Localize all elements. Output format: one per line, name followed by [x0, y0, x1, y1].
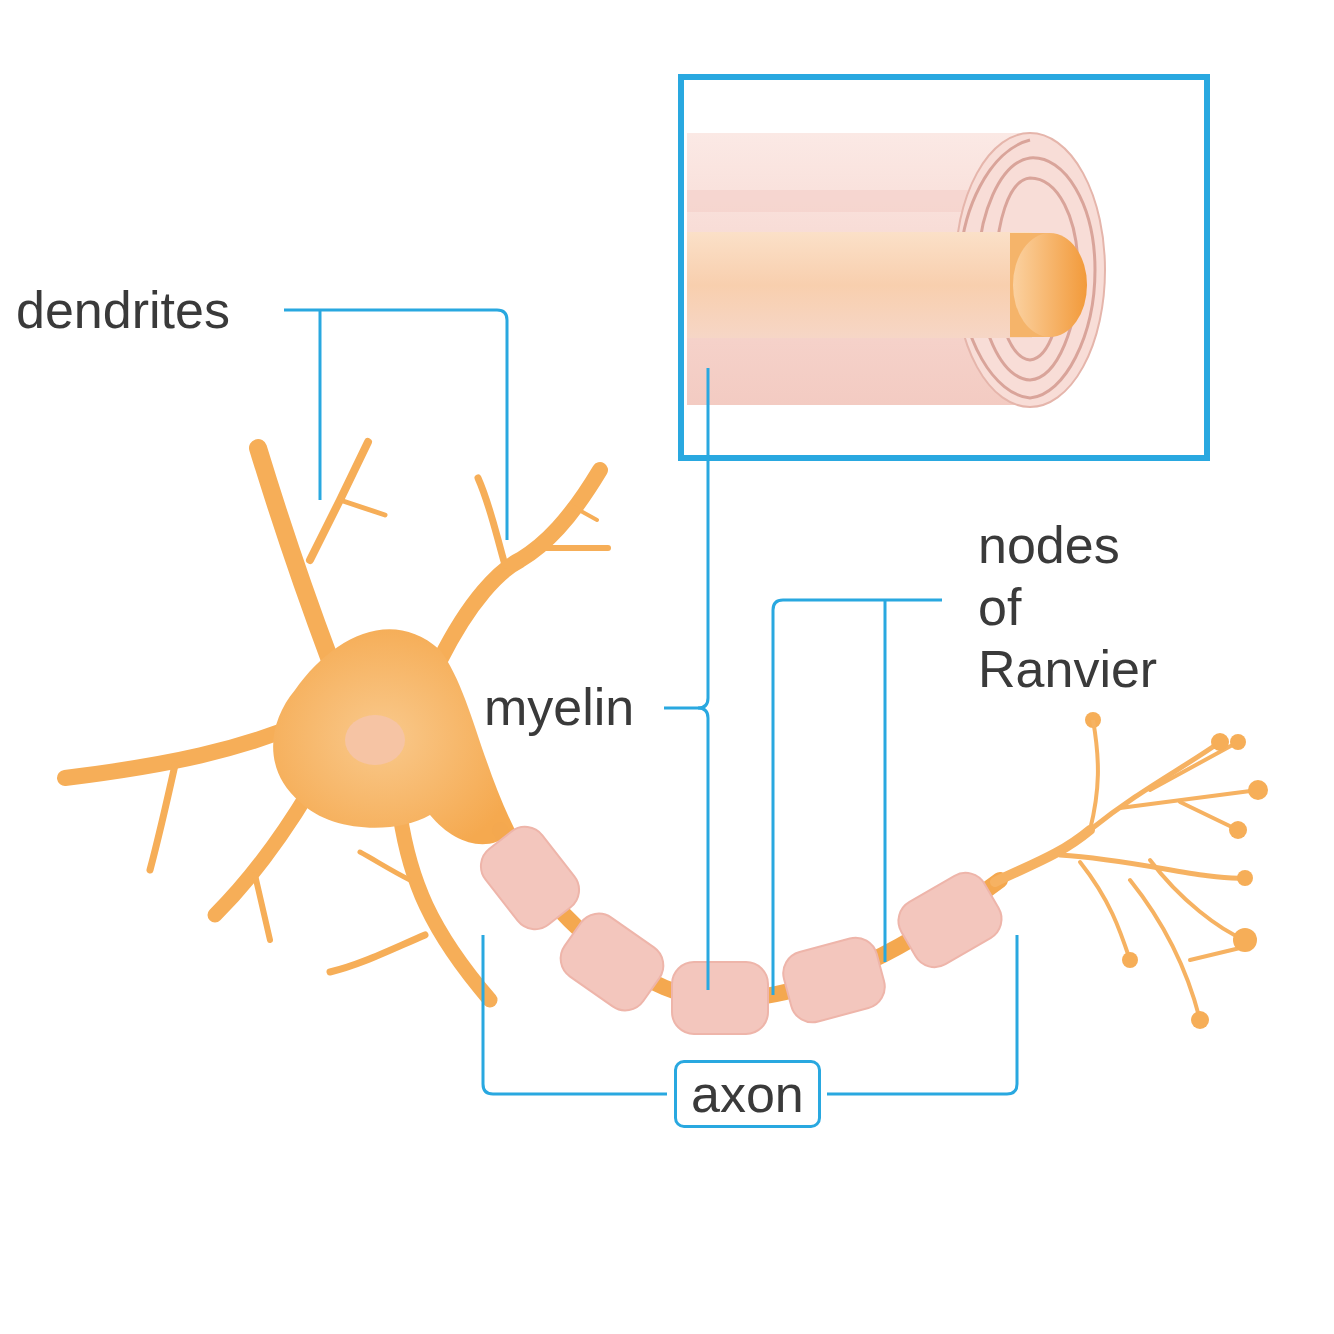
part-label: nodes of Ranvier [978, 514, 1157, 700]
terminal-boutons [1085, 712, 1268, 1029]
part-label: dendrites [16, 279, 230, 341]
part-label: axon [691, 1063, 804, 1125]
part-label: myelin [484, 676, 634, 738]
inset-frame [681, 77, 1207, 458]
leader-lines [284, 310, 1017, 1094]
nucleus [345, 715, 405, 765]
myelin-cross-section [687, 133, 1105, 407]
myelin-sheaths [472, 818, 1009, 1034]
axon-terminals [995, 742, 1258, 1020]
cell-body [273, 629, 515, 844]
part-label-box: axon [674, 1060, 821, 1128]
